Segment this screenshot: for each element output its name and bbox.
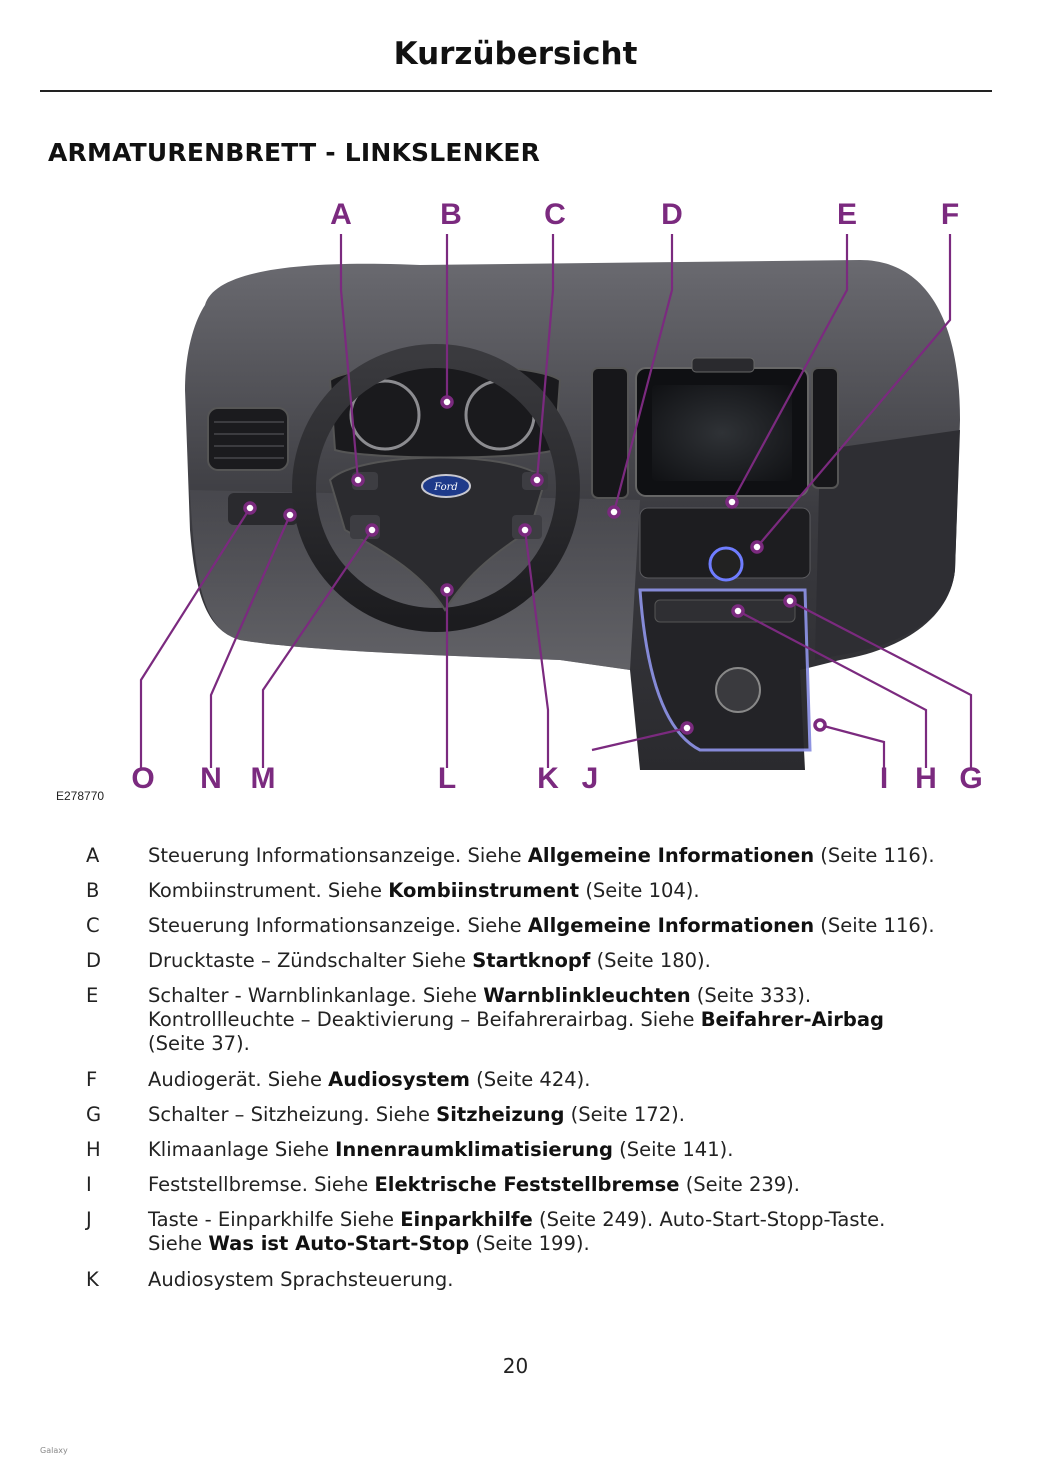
page-header-title: Kurzübersicht: [393, 36, 638, 72]
callout-line-h: [737, 610, 928, 768]
legend-description: Audiogerät. Siehe Audiosystem (Seite 424…: [148, 1068, 591, 1091]
callout-line-m: [261, 529, 373, 768]
callout-label-l: L: [438, 762, 456, 795]
legend-description: Feststellbremse. Siehe Elektrische Fests…: [148, 1173, 800, 1196]
cross-reference: Einparkhilfe: [400, 1208, 533, 1231]
center-console: [638, 588, 812, 752]
legend-key: E: [86, 984, 99, 1007]
callout-line-i: [819, 723, 886, 768]
legend-description: Steuerung Informationsanzeige. Siehe All…: [148, 914, 935, 937]
callout-label-c: C: [544, 198, 566, 231]
cross-reference: Allgemeine Informationen: [527, 914, 815, 937]
footer-note: Galaxy: [40, 1446, 68, 1455]
page-number: 20: [502, 1354, 529, 1378]
callout-line-j: [591, 726, 688, 752]
legend-description: Kombiinstrument. Siehe Kombiinstrument (…: [148, 879, 700, 902]
callout-dot-b: [440, 395, 454, 409]
legend-description: Schalter – Sitzheizung. Siehe Sitzheizun…: [148, 1103, 685, 1126]
callout-dot-a: [351, 473, 365, 487]
callout-dot-d: [607, 505, 621, 519]
callout-dot-m: [365, 523, 379, 537]
callout-line-o: [139, 507, 251, 768]
legend-description: Steuerung Informationsanzeige. Siehe All…: [148, 844, 935, 867]
callout-line-k: [523, 529, 550, 768]
cross-reference: Sitzheizung: [436, 1103, 565, 1126]
legend-key: C: [86, 914, 100, 937]
callout-dot-l: [440, 583, 454, 597]
section-title: ARMATURENBRETT - LINKSLENKER: [48, 138, 541, 167]
cross-reference: Innenraumklimatisierung: [335, 1138, 613, 1161]
steering-wheel: [292, 344, 580, 632]
center-vent-right: [811, 367, 839, 489]
callout-line-f: [756, 234, 952, 548]
dashboard-illustration: Ford A B C D E F GHI JK L MN O: [131, 198, 982, 795]
figure-code: E278770: [56, 789, 105, 803]
callout-label-m: M: [251, 762, 276, 795]
left-air-vent: [207, 407, 289, 471]
callout-line-n: [209, 514, 292, 768]
callout-dot-k: [518, 523, 532, 537]
gear-selector: [715, 667, 761, 713]
header-divider: [40, 90, 992, 92]
cross-reference: Warnblinkleuchten: [483, 984, 691, 1007]
callout-label-h: H: [915, 762, 937, 795]
callout-dot-g: [783, 594, 797, 608]
cross-reference: Was ist Auto-Start-Stop: [208, 1232, 470, 1255]
legend-key: K: [86, 1268, 99, 1291]
cross-reference: Audiosystem: [328, 1068, 470, 1091]
callout-label-j: J: [582, 762, 599, 795]
callout-label-i: I: [880, 762, 888, 795]
cross-reference: Elektrische Feststellbremse: [374, 1173, 680, 1196]
touchscreen: [652, 385, 792, 481]
callout-dot-e: [725, 495, 739, 509]
callout-label-o: O: [131, 762, 154, 795]
legend-key: H: [86, 1138, 101, 1161]
callout-dot-j: [680, 721, 694, 735]
callout-line-g: [789, 600, 973, 768]
cross-reference: Kombiinstrument: [388, 879, 580, 902]
callout-dot-h: [731, 604, 745, 618]
callout-line-e: [731, 234, 849, 503]
ford-emblem-text: Ford: [433, 482, 458, 493]
callout-label-d: D: [661, 198, 683, 231]
callout-dot-n: [283, 508, 297, 522]
legend-description: Drucktaste – Zündschalter Siehe Startkno…: [148, 949, 711, 972]
legend-description: Klimaanlage Siehe Innenraumklimatisierun…: [148, 1138, 734, 1161]
callout-label-g: G: [959, 762, 982, 795]
center-vent-left: [591, 367, 629, 499]
legend-key: J: [86, 1208, 92, 1231]
callout-label-k: K: [537, 762, 559, 795]
callout-dot-o: [243, 501, 257, 515]
dashboard-right-panel: [815, 430, 960, 660]
legend-description: Schalter - Warnblinkanlage. Siehe Warnbl…: [148, 984, 885, 1055]
cross-reference: Beifahrer-Airbag: [700, 1008, 885, 1031]
callout-line-c: [535, 234, 555, 481]
callout-line-a: [339, 234, 360, 481]
legend-key: I: [86, 1173, 92, 1196]
audio-knob: [708, 546, 744, 582]
legend-key: G: [86, 1103, 102, 1126]
legend-key: A: [86, 844, 100, 867]
callout-dot-c: [530, 473, 544, 487]
callout-label-a: A: [330, 198, 352, 231]
legend-key: D: [86, 949, 102, 972]
legend-description: Taste - Einparkhilfe Siehe Einparkhilfe …: [148, 1208, 886, 1255]
legend-key: F: [86, 1068, 98, 1091]
callout-label-f: F: [941, 198, 959, 231]
callout-label-b: B: [440, 198, 462, 231]
callout-line-d: [612, 234, 674, 513]
callout-label-e: E: [837, 198, 857, 231]
callout-dot-f: [750, 540, 764, 554]
callout-dot-i: [813, 718, 827, 732]
legend-key: B: [86, 879, 100, 902]
steering-wheel-hub: [328, 456, 547, 612]
callout-label-n: N: [200, 762, 222, 795]
legend-description: Audiosystem Sprachsteuerung.: [148, 1268, 454, 1291]
cross-reference: Allgemeine Informationen: [527, 844, 815, 867]
ford-emblem: [421, 474, 471, 498]
cross-reference: Startknopf: [472, 949, 591, 972]
